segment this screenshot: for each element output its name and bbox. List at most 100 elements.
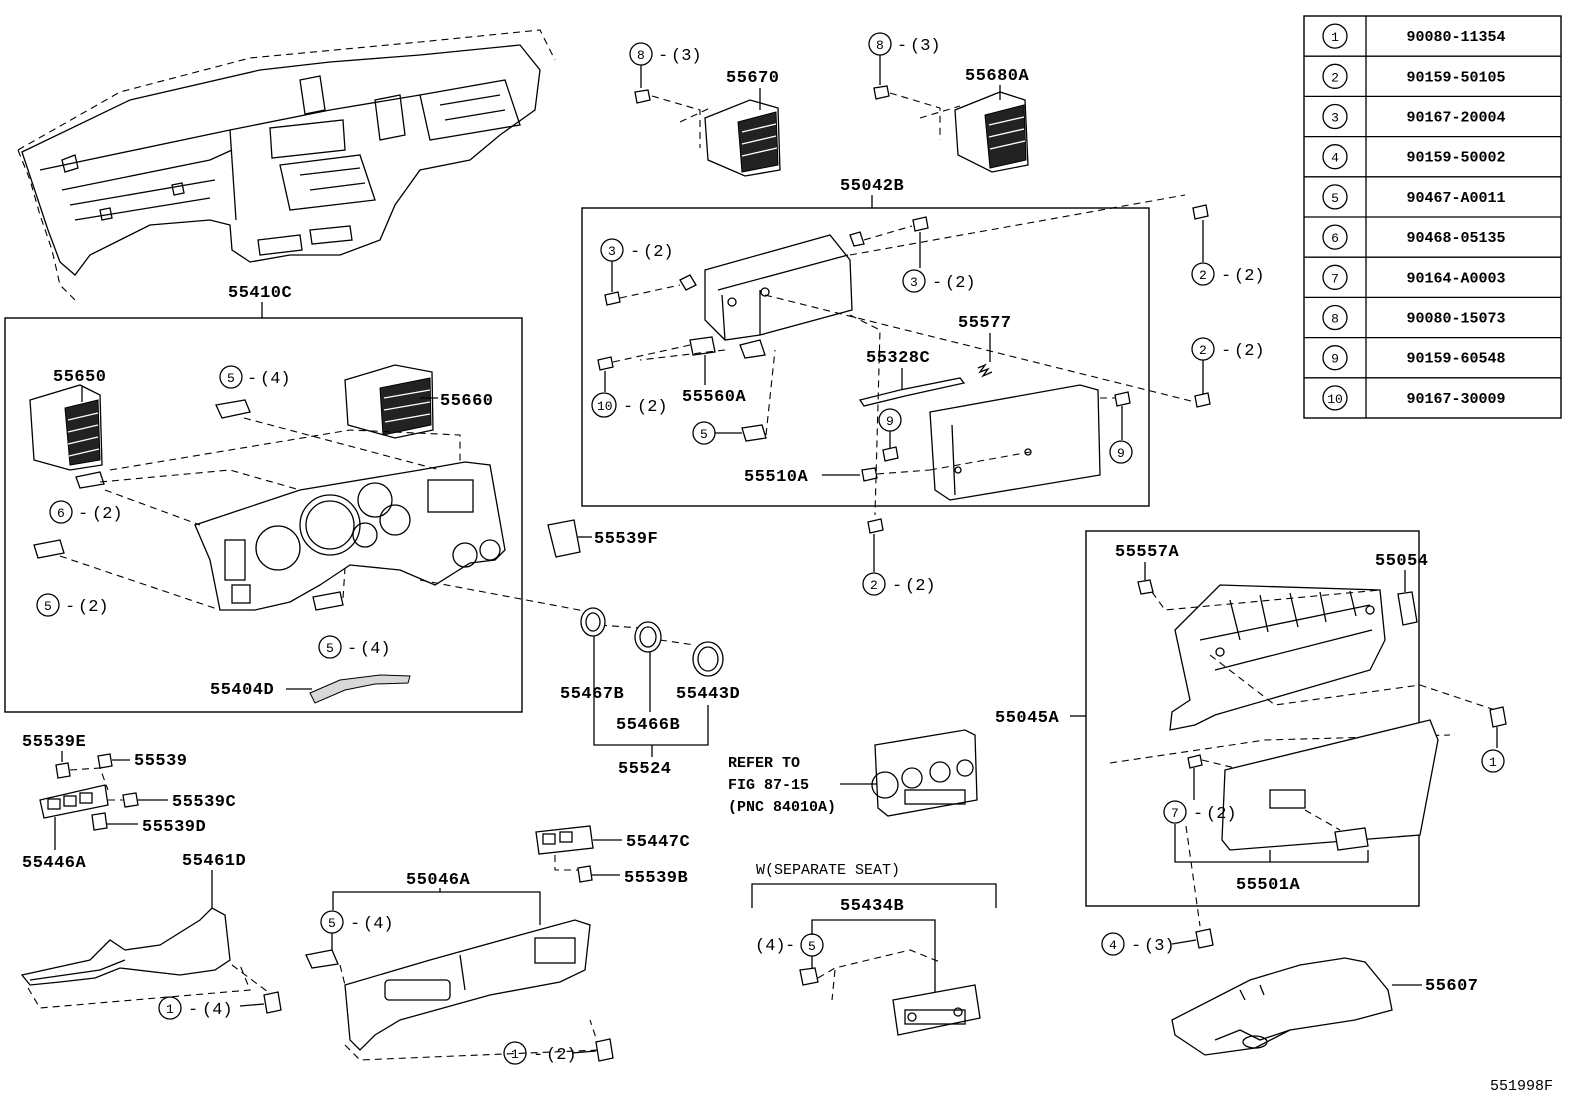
table-row-number: 7 [1331,271,1339,286]
svg-text:(2): (2) [546,1046,577,1065]
svg-text:-: - [623,398,633,417]
callout-6-2: 6 - (2) [49,500,123,524]
svg-text:6: 6 [57,506,65,521]
svg-text:-: - [932,274,942,293]
table-row-number-circle [1322,63,1348,89]
air-vent-55670 [704,99,781,177]
svg-text:(2): (2) [92,505,123,524]
callout-1-4: 1 - (4) [158,996,233,1020]
switch-55539E [55,762,71,779]
clip-5-box [741,424,767,442]
table-row-number-circle [1322,103,1348,130]
label-55467B: 55467B [560,685,624,704]
screw-2-mid [1194,392,1211,408]
callout-9-right: 9 [1109,440,1133,464]
switch-base-55447C [535,825,594,855]
svg-text:5: 5 [808,939,816,954]
panel-55046A [344,919,591,1051]
cluster-finish-panel [194,461,506,611]
table-row-number-circle [1322,23,1348,49]
svg-text:(2): (2) [905,577,936,596]
tray-55607 [1171,957,1393,1056]
svg-text:(2): (2) [78,598,109,617]
bumper-55557A [1137,579,1154,595]
switch-55539 [97,753,113,769]
table-row-number-circle [1322,184,1348,210]
callout-1-right: 1 [1481,749,1505,773]
callout-3-2-left: 3 - (2) [600,238,674,262]
svg-text:-: - [897,37,907,56]
svg-text:9: 9 [886,414,894,429]
svg-text:-: - [350,915,360,934]
svg-text:-: - [1131,937,1141,956]
callout-1-2: 1 - (2) [503,1041,577,1065]
screw-1-left [263,991,282,1014]
callout-4-5: (4) - 5 [755,933,824,957]
label-55670: 55670 [726,69,780,88]
screw-4 [1195,928,1214,949]
callout-4-3: 4 - (3) [1101,932,1175,956]
svg-text:-: - [785,937,795,956]
label-55501A: 55501A [1236,876,1301,895]
svg-text:(3): (3) [671,47,702,66]
screw-1-bottom [595,1038,614,1062]
switch-base-55446A [39,784,109,819]
glove-box-door [1221,719,1439,851]
table-row-number-circle [1322,385,1348,411]
label-55577: 55577 [958,314,1012,333]
svg-text:-: - [533,1046,543,1065]
label-55539F: 55539F [594,530,658,549]
bracket-55560A [689,336,716,356]
label-55539D: 55539D [142,818,206,837]
svg-text:-: - [658,47,668,66]
clip-6 [75,471,105,489]
svg-text:1: 1 [511,1047,519,1062]
table-row-number-circle [1322,144,1348,170]
label-55680A: 55680A [965,67,1030,86]
callout-5-4-lower: 5 - (4) [320,910,394,934]
callout-8-3-right: 8 - (3) [868,32,941,56]
label-55447C: 55447C [626,833,690,852]
screw-2-top [1192,204,1209,220]
refer-note-line2: FIG 87-15 [728,777,809,794]
svg-text:9: 9 [1117,446,1125,461]
label-55557A: 55557A [1115,543,1180,562]
table-row-part-number: 90467-A0011 [1406,190,1505,207]
clip-55510A [861,467,878,482]
dashboard-panel-drawing [17,29,556,301]
screw-8-left [634,89,651,104]
ring-55443D [692,641,724,677]
table-row-number-circle [1322,224,1348,250]
clip-5-lower [305,949,339,969]
callout-9-left: 9 [878,408,902,432]
callout-2-2-top: 2 - (2) [1191,262,1265,286]
switch-55539B [577,865,593,883]
svg-text:(2): (2) [1234,267,1265,286]
table-row-part-number: 90167-20004 [1406,110,1505,127]
glove-box-housing [1169,584,1386,731]
box-55434B [892,984,981,1036]
svg-text:5: 5 [328,916,336,931]
label-55607: 55607 [1425,977,1479,996]
switch-55539F [547,519,581,558]
clip-5-top [215,399,251,419]
table-row-number: 8 [1331,312,1339,327]
label-55510A: 55510A [744,468,809,487]
table-row-number-circle [1322,304,1348,331]
svg-text:(3): (3) [1144,937,1175,956]
svg-text:-: - [1221,342,1231,361]
refer-note-line1: REFER TO [728,755,800,772]
label-55042B: 55042B [840,177,904,196]
svg-text:2: 2 [870,578,878,593]
svg-text:(2): (2) [945,274,976,293]
spring-55577 [977,363,993,378]
callout-3-2-right: 3 - (2) [902,269,976,293]
svg-text:-: - [188,1001,198,1020]
group-box-55410C [4,317,523,713]
svg-text:8: 8 [876,38,884,53]
svg-text:(3): (3) [910,37,941,56]
label-55560A: 55560A [682,388,747,407]
svg-text:3: 3 [910,275,918,290]
screw-3-right [912,216,929,232]
svg-text:4: 4 [1109,938,1117,953]
